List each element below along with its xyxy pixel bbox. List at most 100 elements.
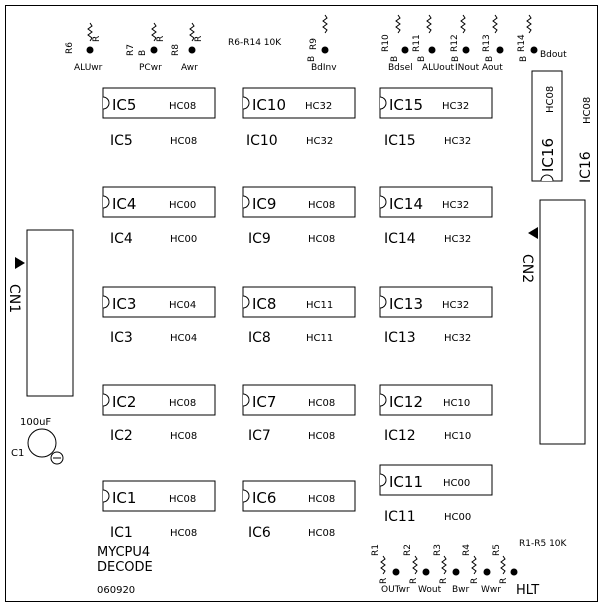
pin-mark-r: R [470, 578, 480, 584]
ic-ref: IC13 [384, 330, 416, 346]
resistor-r8: R8 R Awr [171, 22, 204, 73]
ic-type: HC10 [443, 398, 470, 409]
ic-ref-type: HC00 [444, 512, 471, 523]
ic-ref: IC10 [246, 133, 278, 149]
signal-label: Wwr [481, 585, 501, 595]
ic-label: IC13 [389, 295, 423, 313]
signal-label: Bwr [452, 585, 470, 595]
pin-mark-b: B [451, 56, 461, 62]
ic-label: IC15 [389, 96, 423, 114]
pin-mark-r: R [499, 578, 509, 584]
ic8: IC8 HC11 IC8 HC11 [242, 286, 356, 346]
ic-ref-type: HC08 [308, 528, 335, 539]
pin-mark-r: R [439, 578, 449, 584]
signal-label: BdInv [311, 63, 337, 73]
resistor-r12: R12 B INout [450, 14, 480, 73]
ic-ref: IC8 [248, 330, 271, 346]
ic-ref: IC3 [110, 330, 133, 346]
ic-ref-type: HC32 [306, 136, 333, 147]
pin-mark-r: R [92, 36, 102, 42]
resistor-r5: R5 R HLT [492, 544, 539, 598]
ic-ref-type: HC11 [306, 333, 333, 344]
ic12: IC12 HC10 IC12 HC10 [379, 384, 493, 444]
signal-label: ALUout [422, 63, 455, 73]
signal-label: Bdout [540, 50, 567, 60]
ic-ref-type: HC08 [170, 136, 197, 147]
resistor-r2: R2 R Wout [403, 544, 442, 595]
ic-label: IC5 [112, 96, 136, 114]
pin-mark-b: B [485, 56, 495, 62]
signal-label: ALUwr [74, 63, 103, 73]
ic1: IC1 HC08 IC1 HC08 [102, 480, 216, 541]
ic-ref-type: HC08 [308, 234, 335, 245]
signal-label: Awr [181, 63, 198, 73]
capacitor-ref: C1 [11, 448, 24, 459]
resistor-r6: R6 R ALUwr [65, 22, 103, 73]
ic-ref: IC15 [384, 133, 416, 149]
ic13: IC13 HC32 IC13 HC32 [379, 286, 493, 346]
pin-mark-b: B [417, 56, 427, 62]
ic-label: IC7 [252, 393, 276, 411]
ic-type: HC04 [169, 300, 196, 311]
resistor-ref: R14 [517, 34, 527, 52]
ic-ref-type: HC10 [444, 431, 471, 442]
resistor-ref: R10 [381, 34, 391, 52]
ic-type: HC08 [169, 494, 196, 505]
ic-label: IC4 [112, 195, 136, 213]
ic4: IC4 HC00 IC4 HC00 [102, 186, 216, 247]
ic-ref: IC14 [384, 231, 416, 247]
resistor-ref: R13 [482, 34, 492, 52]
resistor-r11: R11 B ALUout [412, 14, 455, 73]
ic2: IC2 HC08 IC2 HC08 [102, 384, 216, 444]
ic-type: HC11 [306, 300, 333, 311]
ic10: IC10 HC32 IC10 HC32 [242, 87, 356, 149]
ic9: IC9 HC08 IC9 HC08 [242, 186, 356, 247]
resistor-r3: R3 R Bwr [433, 544, 470, 595]
resistor-ref: R4 [462, 544, 472, 556]
pin-mark-b: B [138, 50, 148, 56]
ic-label: IC12 [389, 393, 423, 411]
ic-label: IC2 [112, 393, 136, 411]
capacitor-value: 100uF [20, 417, 51, 428]
top-resistor-note: R6-R14 10K [228, 38, 282, 48]
ic-label: IC16 [539, 138, 557, 172]
ic-ref-type: HC08 [582, 97, 593, 124]
capacitor-c1: 100uF C1 [11, 417, 64, 465]
signal-label: Bdsel [388, 63, 413, 73]
ic-type: HC32 [442, 101, 469, 112]
ic-ref-type: HC08 [170, 431, 197, 442]
resistor-r1: R1 R OUTwr [371, 544, 410, 595]
ic-label: IC8 [252, 295, 276, 313]
bottom-resistor-note: R1-R5 10K [519, 539, 568, 549]
ic-ref: IC16 [578, 151, 594, 183]
ic-type: HC08 [169, 398, 196, 409]
ic-type: HC00 [169, 200, 196, 211]
ic-ref: IC12 [384, 428, 416, 444]
resistor-ref: R7 [126, 44, 136, 56]
resistor-ref: R2 [403, 544, 413, 556]
signal-label: Aout [482, 63, 503, 73]
ic-ref: IC7 [248, 428, 271, 444]
ic-type: HC32 [305, 101, 332, 112]
pin-mark-r: R [379, 578, 389, 584]
ic-ref-type: HC08 [170, 528, 197, 539]
ic-ref: IC11 [384, 509, 416, 525]
ic-type: HC32 [442, 300, 469, 311]
signal-label: PCwr [139, 63, 162, 73]
resistor-ref: R9 [309, 38, 319, 50]
ic-ref-type: HC04 [170, 333, 197, 344]
ic-ref: IC1 [110, 525, 133, 541]
ic-ref: IC5 [110, 133, 133, 149]
ic6: IC6 HC08 IC6 HC08 [242, 480, 356, 541]
ic-ref-type: HC32 [444, 333, 471, 344]
ic-label: IC10 [252, 96, 286, 114]
connector-label: CN2 [519, 254, 535, 283]
board-outline [5, 5, 598, 602]
ic7: IC7 HC08 IC7 HC08 [242, 384, 356, 444]
ic-ref: IC9 [248, 231, 271, 247]
resistor-ref: R12 [450, 34, 460, 52]
board-title-line2: DECODE [97, 560, 153, 575]
resistor-ref: R1 [371, 544, 381, 556]
ic-label: IC3 [112, 295, 136, 313]
ic-ref: IC2 [110, 428, 133, 444]
